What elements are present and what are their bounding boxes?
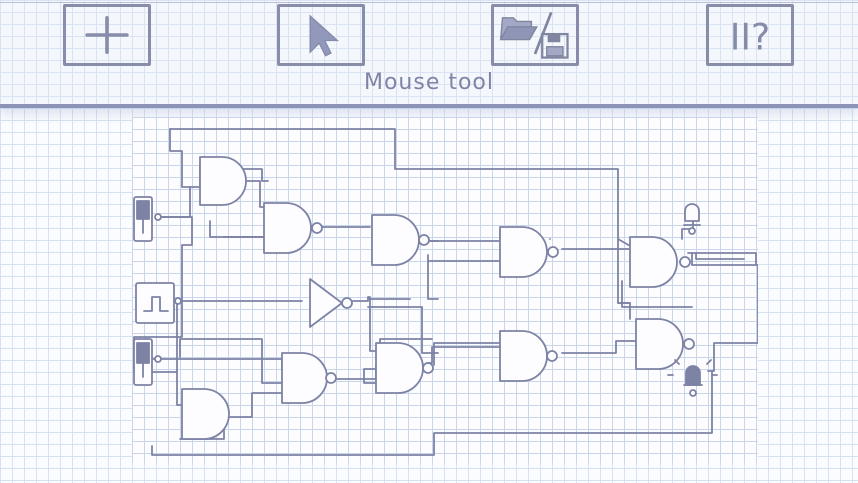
nand-gate-5[interactable] [281,352,337,404]
toolbar: II? Mouse tool [0,0,858,108]
toggle-switch-bottom[interactable] [133,338,162,386]
open-save-button[interactable] [491,4,579,66]
pause-help-text: II? [730,15,770,58]
nand-gate-2[interactable] [371,214,430,266]
circuit-canvas[interactable] [132,117,758,463]
cursor-arrow-icon [309,14,340,57]
plus-icon [85,16,129,54]
nand-gate-6[interactable] [499,330,558,382]
nand-gate-3[interactable] [499,226,559,278]
output-lamp-on [667,359,718,397]
wires [133,128,758,456]
toggle-switch-top[interactable] [133,196,162,242]
and-gate-2[interactable] [181,388,230,440]
status-text: Mouse tool [363,70,495,95]
not-gate[interactable] [309,278,353,328]
and-gate-1[interactable] [199,156,247,206]
nand-gate-1[interactable] [263,202,323,254]
clock-source[interactable] [135,282,182,324]
add-component-button[interactable] [63,4,151,66]
nand-gate-8[interactable] [635,318,695,370]
mouse-tool-button[interactable] [277,4,365,66]
nand-gate-4[interactable] [375,342,434,394]
nand-gate-7[interactable] [629,236,691,288]
folder-floppy-icon [499,11,569,59]
pause-help-icon: II? [730,15,770,58]
output-lamp-off [683,203,701,235]
pause-help-button[interactable]: II? [706,4,794,66]
circuit-diagram [133,128,758,456]
